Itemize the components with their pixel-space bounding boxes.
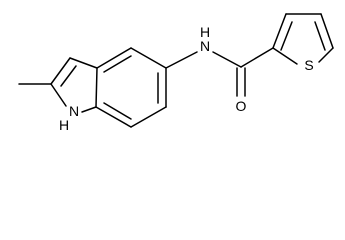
bond-c3-c2 <box>50 57 71 85</box>
amide-nitrogen-label: N <box>200 38 210 54</box>
bond-c2-n1 <box>50 83 67 107</box>
bond-c4-c5-double <box>314 21 326 51</box>
bond-c2-c3 <box>272 13 287 49</box>
bond-c2-c3-double <box>280 21 293 51</box>
indole-benzene-ring <box>95 47 167 128</box>
molecule-structure: N H O S N H <box>18 13 334 133</box>
bond-c4-c5 <box>130 47 167 69</box>
bond-c7-c7a-double <box>103 102 132 120</box>
thiophene-ring <box>272 13 334 65</box>
bond-n1-c7a <box>81 106 97 113</box>
bond-c5-nh <box>165 51 198 69</box>
bond-c6-c7 <box>130 106 167 128</box>
bond-c4-c5 <box>320 13 334 49</box>
bond-c5-s <box>318 47 334 63</box>
amide-hydrogen-label: H <box>200 24 210 40</box>
bond-c3a-c4 <box>96 47 132 69</box>
indole-nitrogen-label: N <box>69 103 79 119</box>
indole-pyrrole-ring <box>18 57 98 113</box>
thiophene-sulfur-label: S <box>304 57 313 73</box>
bond-carbonyl-thiophene <box>240 47 274 68</box>
indole-hydrogen-label: H <box>59 117 69 133</box>
carbonyl-oxygen-label: O <box>236 98 247 114</box>
amide-linker <box>165 47 274 97</box>
bond-c3a-c3 <box>69 57 98 69</box>
bond-c3-c2-double <box>60 65 77 87</box>
bond-nh-carbonyl <box>212 51 242 68</box>
bond-c3a-c4-double <box>103 55 132 73</box>
bond-c7-c7a <box>95 106 132 128</box>
bond-s-c2 <box>272 47 298 65</box>
bond-c3a-c7a <box>95 67 98 108</box>
